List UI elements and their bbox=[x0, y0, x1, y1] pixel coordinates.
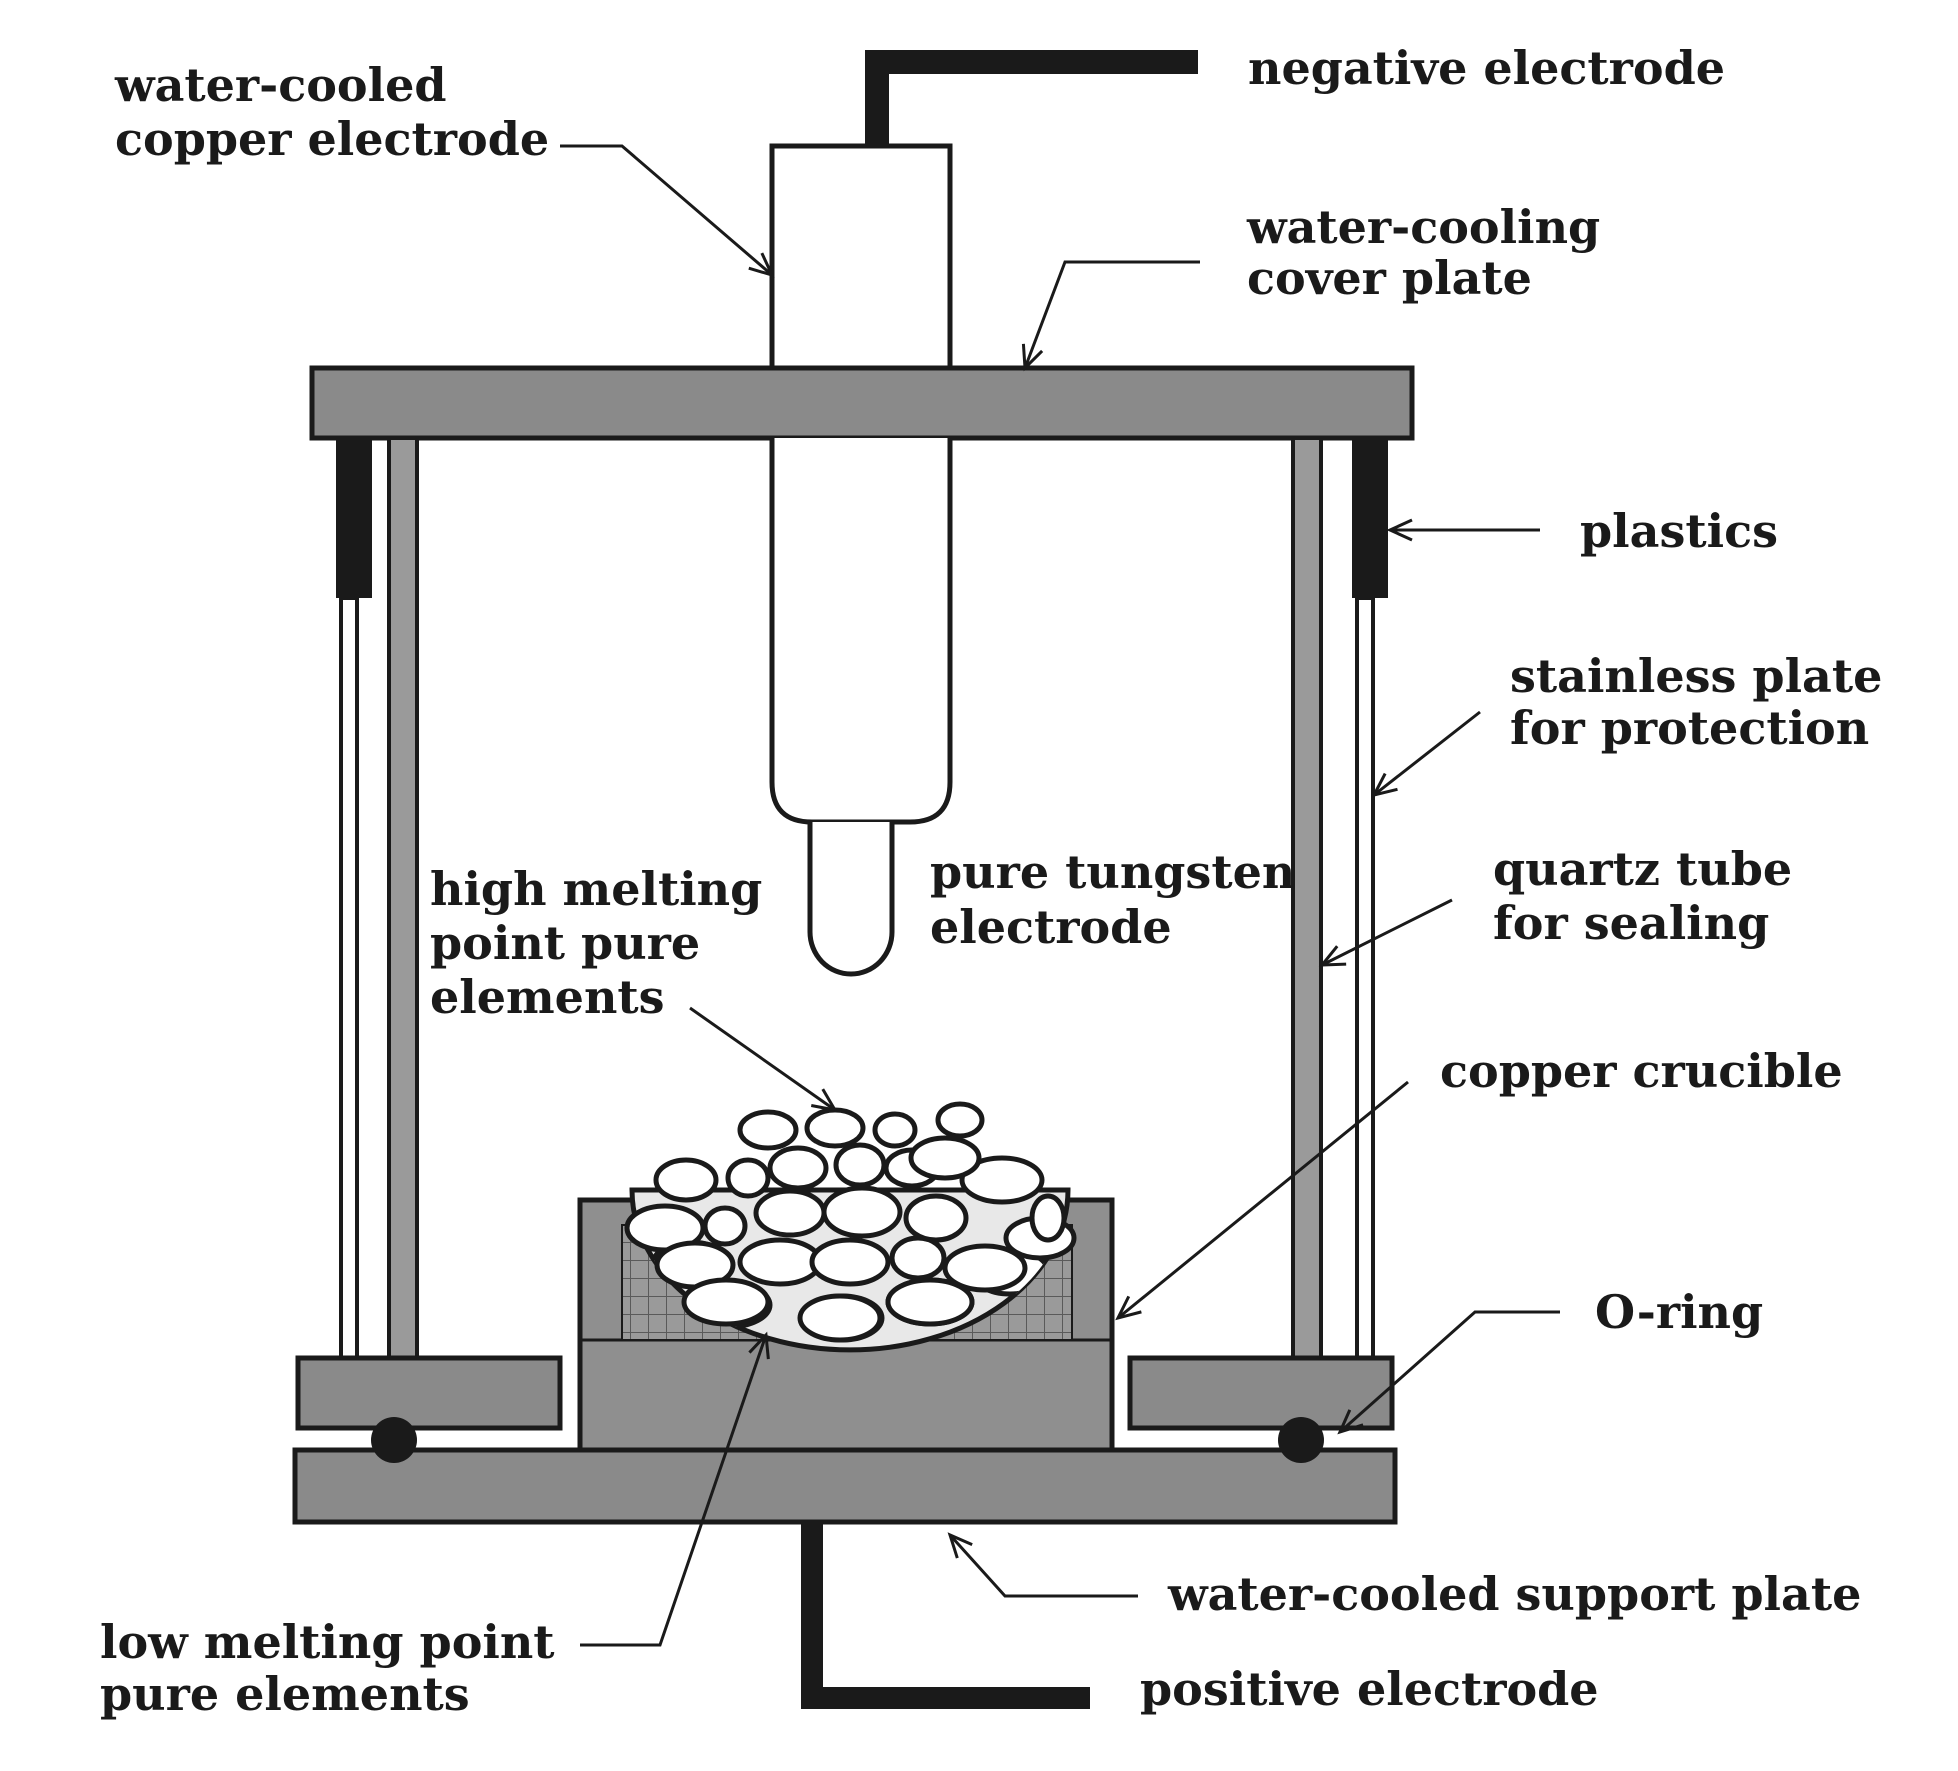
left-o-ring bbox=[371, 1417, 417, 1463]
right-plastic-seal bbox=[1352, 438, 1388, 598]
left-stainless-plate bbox=[339, 596, 359, 1360]
left-bottom-flange bbox=[295, 1355, 563, 1431]
support-plate bbox=[292, 1447, 1398, 1525]
leader-quartz-tube bbox=[1318, 898, 1453, 967]
label-line: low melting point bbox=[100, 1615, 555, 1669]
leader-copper-electrode bbox=[560, 144, 775, 278]
pellets-group bbox=[624, 1101, 1077, 1343]
leader-high-melting bbox=[689, 1006, 838, 1113]
label-line: cover plate bbox=[1247, 251, 1532, 305]
leader-o-ring bbox=[1337, 1310, 1560, 1435]
label-line: stainless plate bbox=[1510, 649, 1882, 703]
right-stainless-plate bbox=[1355, 596, 1375, 1360]
label-line: for sealing bbox=[1493, 896, 1769, 950]
leader-stainless-plate bbox=[1371, 710, 1481, 798]
label-stainless-plate: stainless plate for protection bbox=[1510, 649, 1898, 755]
label-line: elements bbox=[430, 970, 665, 1024]
negative-electrode-lead bbox=[865, 50, 1198, 146]
label-line: water-cooled support plate bbox=[1167, 1567, 1861, 1621]
label-line: plastics bbox=[1580, 504, 1778, 558]
label-copper-crucible: copper crucible bbox=[1440, 1044, 1843, 1098]
label-line: pure elements bbox=[100, 1667, 470, 1721]
copper-electrode-body bbox=[769, 143, 953, 371]
label-line: O-ring bbox=[1595, 1285, 1763, 1339]
leader-cover-plate bbox=[1021, 260, 1200, 372]
label-line: water-cooling bbox=[1246, 200, 1600, 254]
label-pure-tungsten-electrode: pure tungsten electrode bbox=[930, 845, 1311, 954]
label-line: copper crucible bbox=[1440, 1044, 1843, 1098]
label-line: pure tungsten bbox=[930, 845, 1295, 899]
label-water-cooled-support-plate: water-cooled support plate bbox=[1167, 1567, 1861, 1621]
label-water-cooled-copper-electrode: water-cooled copper electrode bbox=[114, 58, 549, 166]
left-quartz-tube bbox=[387, 436, 419, 1360]
tungsten-electrode-tip bbox=[807, 822, 895, 977]
label-water-cooling-cover-plate: water-cooling cover plate bbox=[1246, 200, 1616, 305]
label-line: point pure bbox=[430, 916, 700, 970]
label-negative-electrode: negative electrode bbox=[1248, 41, 1725, 95]
leader-low-melting bbox=[580, 1331, 770, 1647]
label-line: high melting bbox=[430, 862, 762, 916]
leader-copper-crucible bbox=[1115, 1080, 1409, 1321]
leader-lines bbox=[560, 144, 1560, 1647]
right-bottom-flange bbox=[1127, 1355, 1395, 1431]
label-quartz-tube: quartz tube for sealing bbox=[1493, 842, 1808, 950]
label-line: positive electrode bbox=[1140, 1662, 1599, 1716]
label-o-ring: O-ring bbox=[1595, 1285, 1763, 1339]
label-high-melting-point: high melting point pure elements bbox=[430, 862, 778, 1024]
label-line: quartz tube bbox=[1493, 842, 1792, 896]
label-line: water-cooled bbox=[114, 58, 447, 112]
labels: water-cooled copper electrode negative e… bbox=[100, 41, 1898, 1721]
label-line: negative electrode bbox=[1248, 41, 1725, 95]
label-positive-electrode: positive electrode bbox=[1140, 1662, 1599, 1716]
label-line: copper electrode bbox=[115, 112, 549, 166]
label-line: electrode bbox=[930, 900, 1172, 954]
positive-electrode-lead bbox=[801, 1522, 1090, 1709]
copper-electrode-lower bbox=[769, 438, 953, 825]
label-plastics: plastics bbox=[1580, 504, 1778, 558]
label-low-melting-point: low melting point pure elements bbox=[100, 1615, 571, 1721]
leader-support-plate bbox=[947, 1532, 1138, 1598]
label-line: for protection bbox=[1510, 701, 1869, 755]
left-plastic-seal bbox=[336, 438, 372, 598]
cover-plate bbox=[309, 365, 1415, 441]
right-o-ring bbox=[1278, 1417, 1324, 1463]
